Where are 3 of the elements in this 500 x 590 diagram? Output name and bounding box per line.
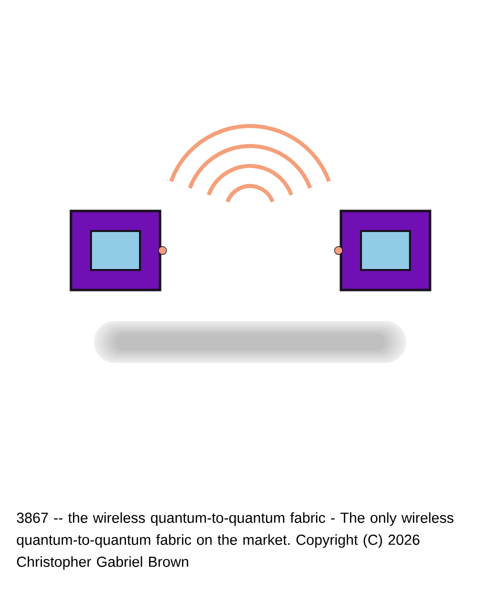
device-box	[340, 210, 432, 292]
device-box	[70, 210, 162, 292]
caption: 3867 -- the wireless quantum-to-quantum fabric - The only wireless quantum-to-quantum fabric on the market. Copyright (C) 2026 Christopher Gabriel Brown	[16, 512, 454, 570]
